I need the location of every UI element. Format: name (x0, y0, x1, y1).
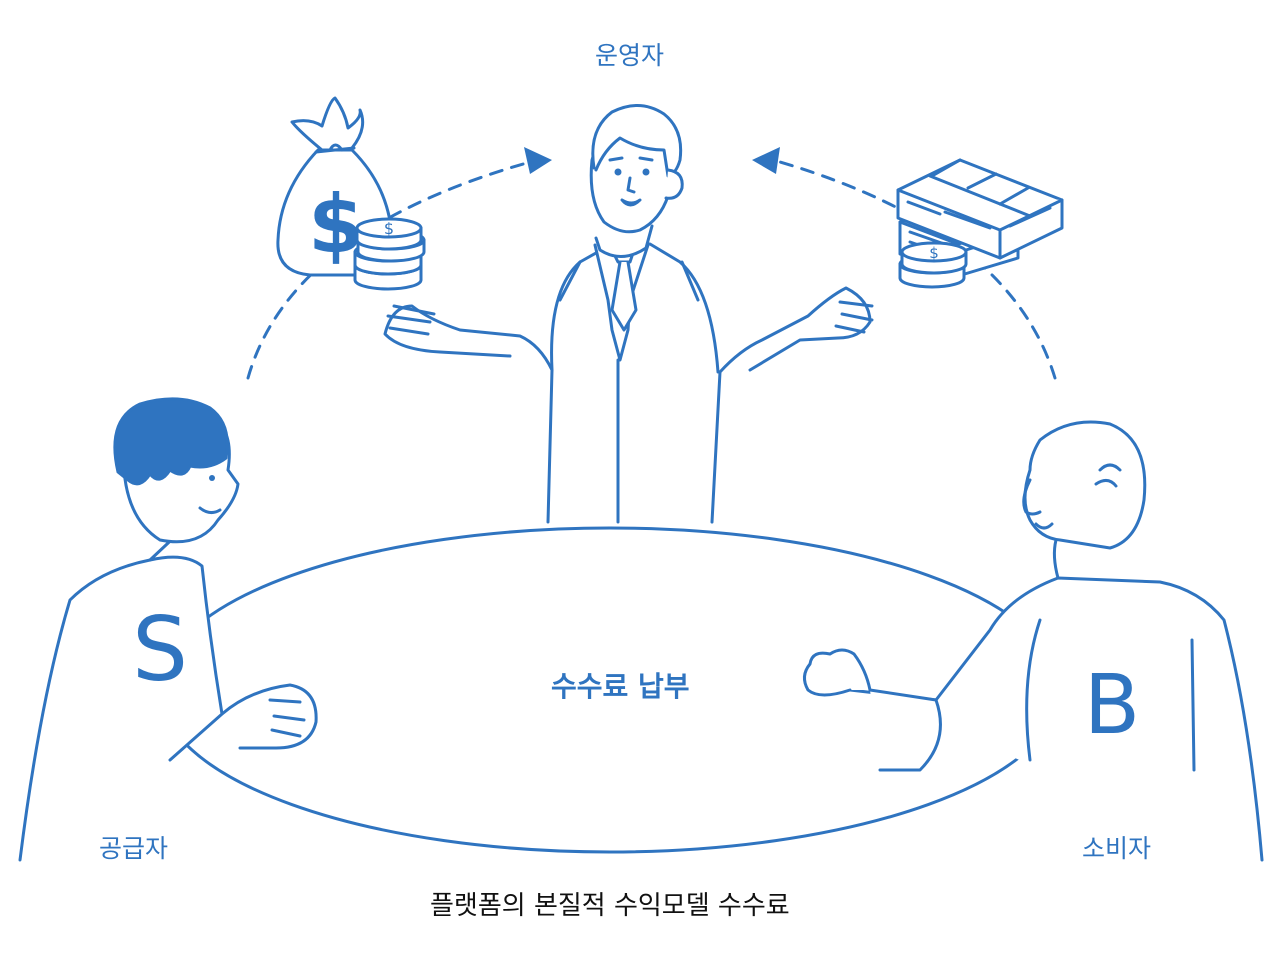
consumer-label: 소비자 (1082, 834, 1152, 863)
coin-stack-icon: $ (353, 217, 426, 291)
operator-figure (383, 104, 874, 524)
consumer-figure: B (803, 420, 1264, 862)
svg-text:$: $ (384, 219, 394, 238)
cash-bundle-icon: $ (896, 158, 1064, 289)
center-label: 수수료 납부 (551, 670, 690, 703)
arrow-left-head (524, 147, 552, 174)
svg-text:$: $ (929, 244, 939, 262)
supplier-shirt-letter: S (132, 598, 188, 701)
arrow-right-head (752, 147, 780, 174)
consumer-shirt-letter: B (1084, 658, 1140, 753)
supplier-figure: S (18, 397, 318, 862)
diagram-caption: 플랫폼의 본질적 수익모델 수수료 (430, 891, 790, 921)
supplier-label: 공급자 (99, 834, 169, 863)
operator-label: 운영자 (595, 41, 665, 70)
